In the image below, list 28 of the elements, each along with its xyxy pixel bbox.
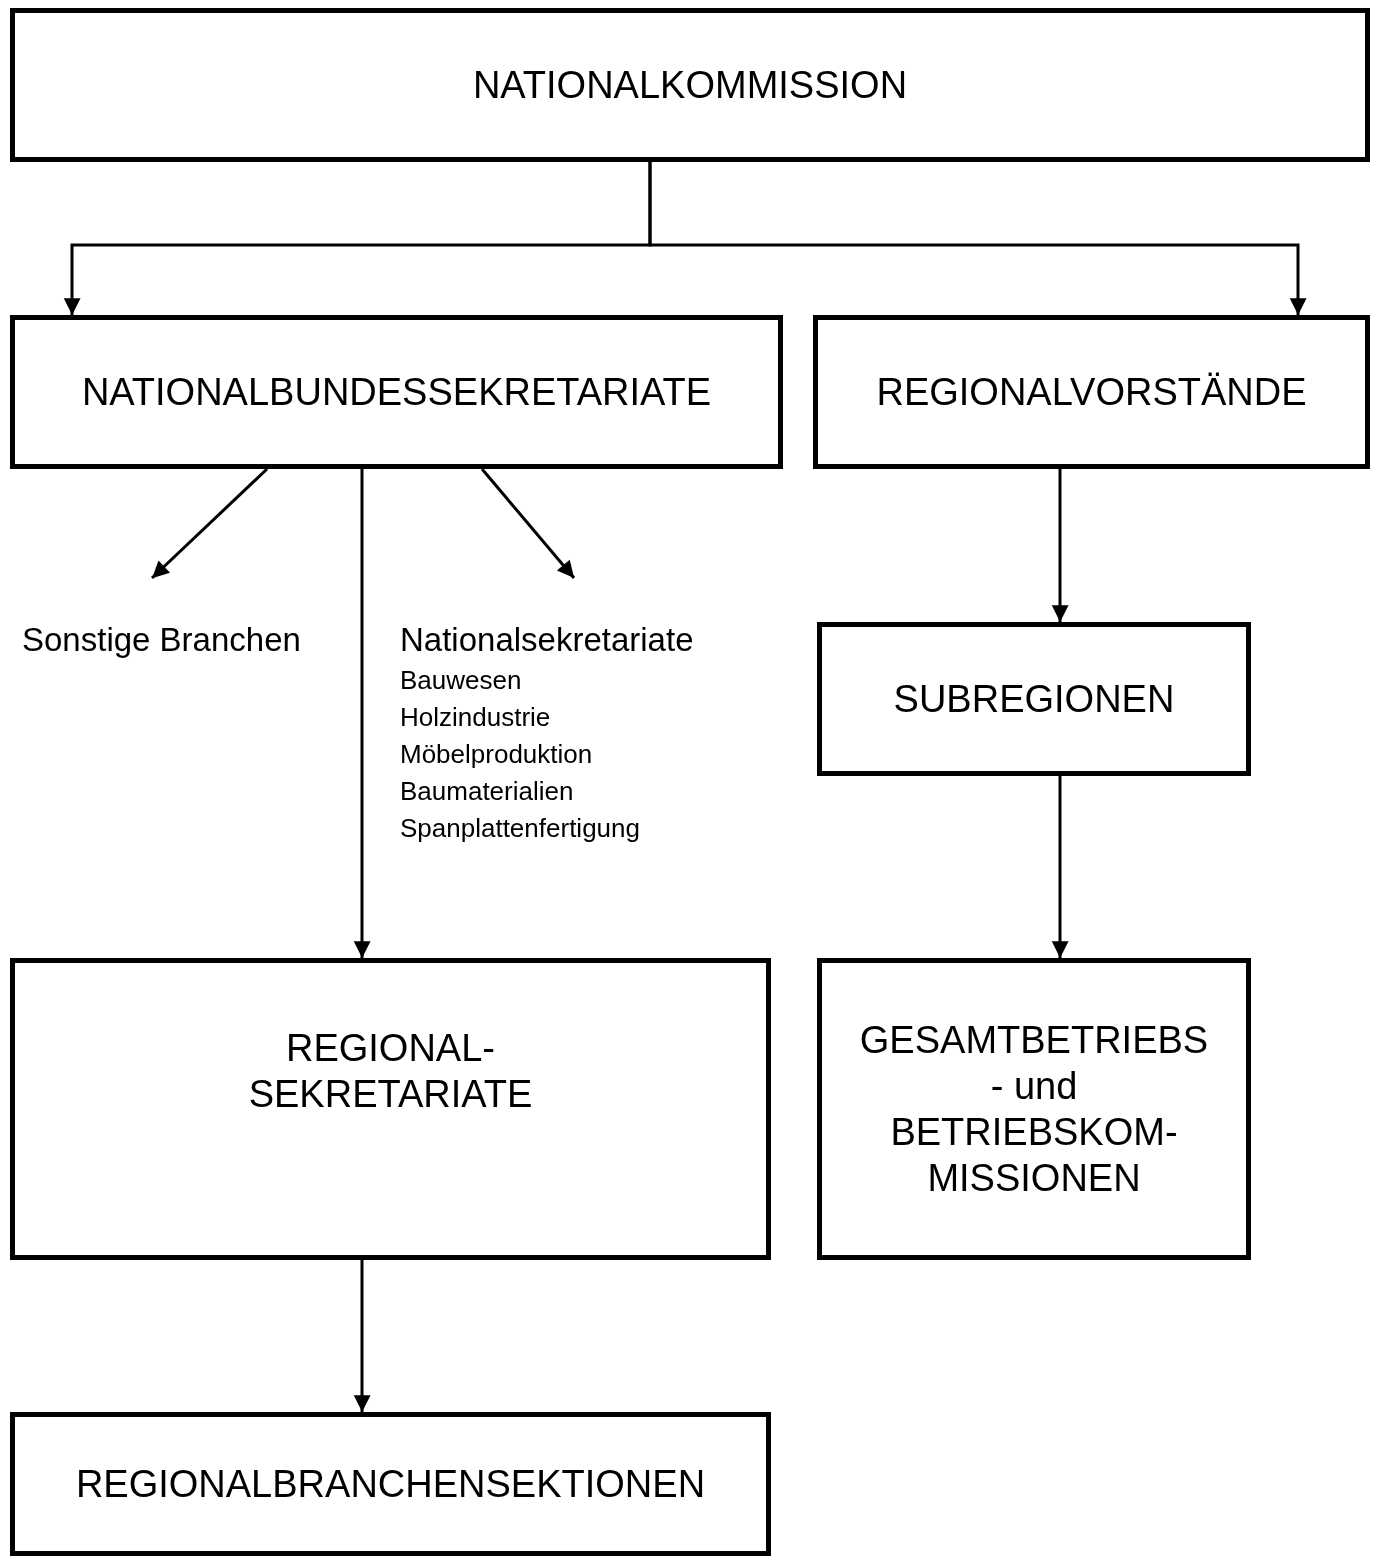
org-box <box>817 622 1251 776</box>
list-item: Bauwesen <box>400 664 522 697</box>
box-label: GESAMTBETRIEBS - und BETRIEBSKOM- MISSIONEN <box>858 1018 1210 1201</box>
org-box <box>10 315 783 469</box>
org-box <box>817 958 1251 1260</box>
org-box <box>10 1412 771 1556</box>
arrow <box>648 162 1307 316</box>
list-item: Holzindustrie <box>400 701 551 734</box>
box-label: NATIONALKOMMISSION <box>472 63 908 108</box>
arrow <box>1051 776 1069 959</box>
org-box <box>813 315 1370 469</box>
arrow <box>1051 469 1069 623</box>
box-label: REGIONAL- SEKRETARIATE <box>247 1026 534 1117</box>
box-label: REGIONALVORSTÄNDE <box>876 370 1307 415</box>
org-box <box>10 8 1370 162</box>
list-heading: Nationalsekretariate <box>400 620 694 660</box>
org-box <box>10 958 771 1260</box>
box-label: NATIONALBUNDESSEKRETARIATE <box>81 370 712 415</box>
arrow <box>150 467 269 580</box>
list-item: Baumaterialien <box>400 775 574 808</box>
list-item: Spanplattenfertigung <box>400 812 640 845</box>
arrow <box>353 469 371 959</box>
box-label: SUBREGIONEN <box>893 677 1175 722</box>
box-label: REGIONALBRANCHENSEKTIONEN <box>75 1462 706 1507</box>
list-item: Möbelproduktion <box>400 738 593 771</box>
arrow <box>480 468 576 579</box>
branch-label: Sonstige Branchen <box>22 618 352 664</box>
arrow <box>353 1260 371 1413</box>
